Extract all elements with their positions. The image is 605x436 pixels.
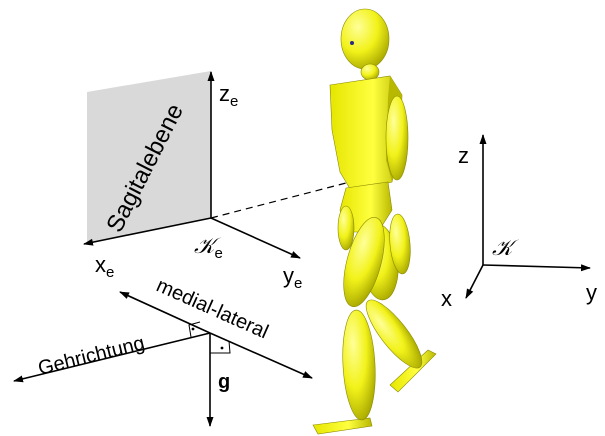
xe-label: xe	[95, 252, 114, 281]
medial-lateral-label: medial-lateral	[153, 274, 272, 343]
walking-figure	[312, 8, 437, 435]
xe-axis	[83, 217, 212, 246]
right-angle-marker-icon	[188, 321, 201, 338]
forearm	[337, 205, 355, 251]
x-axis	[465, 264, 484, 299]
ye-label: ye	[283, 263, 302, 292]
eye	[350, 41, 354, 45]
back-shank	[365, 299, 423, 369]
ke-label: 𝒦e	[194, 234, 223, 262]
back-forearm	[389, 213, 411, 275]
y-axis	[482, 264, 591, 272]
front-shank	[342, 309, 376, 421]
k-label: 𝒦	[492, 236, 519, 261]
x-label: x	[441, 286, 452, 311]
sagittal-plane	[87, 71, 211, 243]
z-label: z	[458, 143, 469, 168]
walking-direction-arrow	[13, 332, 211, 383]
y-label: y	[586, 280, 597, 305]
gravity-label: g	[218, 371, 230, 393]
right-angle-marker-icon	[210, 340, 231, 354]
medial-lateral-arrow-a	[119, 291, 211, 334]
projection-line	[210, 182, 347, 219]
front-foot	[312, 417, 373, 435]
upper-arm	[385, 95, 409, 181]
walking-direction-label: Gehrichtung	[36, 332, 147, 380]
ze-label: ze	[219, 81, 238, 110]
head	[340, 8, 390, 70]
ye-axis	[210, 217, 301, 259]
front-thigh	[343, 217, 385, 307]
medial-lateral-arrow-b	[209, 332, 313, 379]
neck	[360, 63, 380, 81]
